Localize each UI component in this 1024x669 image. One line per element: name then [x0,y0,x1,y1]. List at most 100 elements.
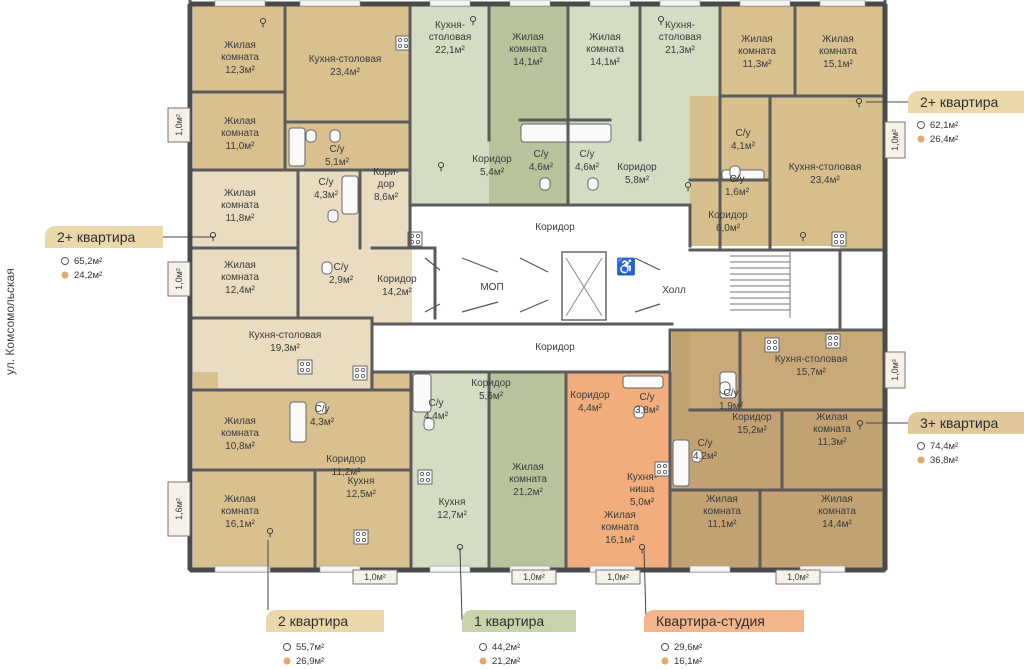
room-name: Коридор [708,210,748,221]
room-area: 14,2м² [382,287,412,298]
room-name: Жилая [224,40,256,51]
toilet-icon [719,381,731,395]
door-swing [424,303,441,313]
toilet-icon [329,129,341,143]
bathtub-icon [672,439,690,487]
room-r40: С/у1,9м² [719,388,744,412]
room-area: 19,3м² [270,343,300,354]
room-name: Кори- [373,167,399,178]
room-area: 4,3м² [314,190,339,201]
hall-holl [610,246,840,324]
hall-corridor-bottom [372,324,672,372]
living-area: 16,1м² [674,656,702,667]
room-r17: С/у 1,6м² [725,174,750,198]
living-area: 26,9м² [296,656,324,667]
room-r37: Кухня-ниша 5,0м² [627,472,657,508]
room-area: 1,6м² [725,187,750,198]
toilet-icon [691,449,703,463]
room-name: Жилая [512,462,544,473]
room-name: Жилая [604,510,636,521]
balcony-b7: 1,0м² [511,569,557,585]
room-name: С/у [736,128,751,139]
entrance-door-icon: ⚲ [855,97,863,109]
toilet-icon [423,417,435,431]
room-area: 11,3м² [743,59,773,70]
room-r43: С/у4,2м² [693,438,718,462]
balcony-area: 1,6м² [174,498,184,520]
room-area: 14,1м² [590,57,620,68]
toilet-icon [321,261,333,275]
room-name: С/у [334,262,349,273]
window [819,0,866,7]
room-name: комната [221,428,259,439]
total-area-icon [661,643,669,651]
balcony-area: 1,0м² [523,572,545,582]
toilet-icon [729,165,741,179]
total-area: 62,1м² [930,120,958,131]
room-area: 5,1м² [325,157,350,168]
room-area: 4,3м² [310,417,335,428]
balcony-b5: 1,0м² [884,351,906,389]
room-name: Кухня-столовая [775,354,848,365]
total-area-icon [61,257,69,265]
common-area-c1: Коридор [535,222,575,233]
hall-bottom-left [372,324,412,372]
room-area: 11,2м² [332,467,362,478]
balcony-area: 1,0м² [787,572,809,582]
living-area-icon [479,657,487,665]
room-name: комната [221,52,259,63]
zone-sand-top [193,170,298,248]
entrance-door-icon: ⚲ [856,419,864,431]
room-name: комната [509,474,547,485]
toilet-icon [305,129,317,143]
room-area: 15,1м² [823,59,853,70]
stove-icon [654,461,670,477]
room-area: 16,1м² [605,535,635,546]
room-area: 11,1м² [708,519,738,530]
window [299,0,361,7]
room-name: комната [509,44,547,55]
room-name: Жилая [589,32,621,43]
room-area: 14,4м² [822,519,852,530]
room-area: 23,4м² [810,175,840,186]
total-area-icon [283,643,291,651]
entrance-door-icon: ⚲ [684,181,692,193]
total-area-icon [479,643,487,651]
room-name: Кухня- [627,472,657,483]
room-name: С/у [640,392,655,403]
room-name: С/у [330,144,345,155]
room-area: 4,4м² [578,403,603,414]
window [799,565,846,573]
room-area: 15,2м² [737,425,767,436]
room-name: Кухня- [435,20,465,31]
room-name: ниша [630,484,655,495]
window [429,565,471,573]
window [659,0,701,7]
bathtub-icon [289,401,307,443]
room-name: С/у [315,404,330,415]
apartment-label: Квартира-студия [656,613,765,629]
street-name: ул. Комсомольская [3,268,17,375]
room-name: комната [221,506,259,517]
room-name: С/у [730,174,745,185]
room-name: комната [818,506,856,517]
room-name: комната [586,44,624,55]
tag-badge [462,610,576,632]
entrance-door-icon: ⚲ [638,543,646,555]
room-area: 5,0м² [630,497,655,508]
room-name: комната [703,506,741,517]
room-area: 4,4м² [424,411,449,422]
